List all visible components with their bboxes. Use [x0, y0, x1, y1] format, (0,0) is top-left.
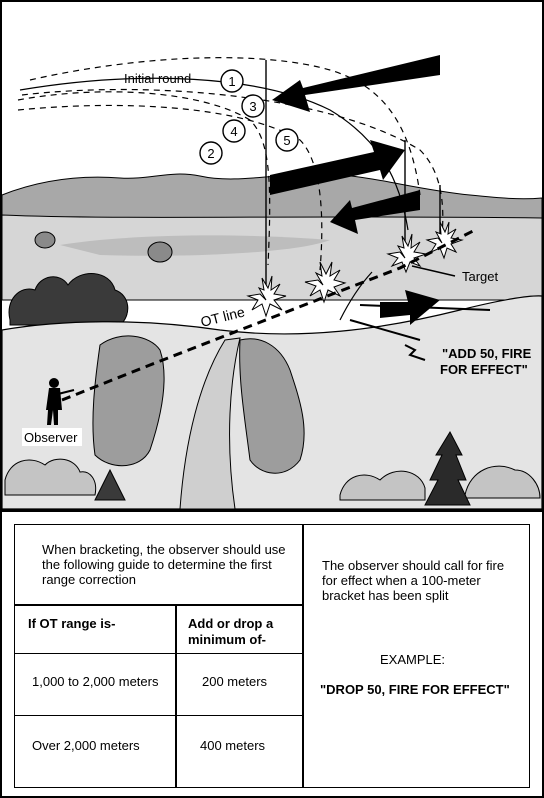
observer-figure [46, 378, 75, 425]
round-4-circle [222, 119, 246, 143]
bracketing-guide: When bracketing, the observer should use… [0, 510, 544, 798]
observer-label-bg [22, 428, 82, 446]
guide-inner-frame [14, 524, 530, 788]
burst-icon [246, 275, 287, 318]
panel-divider [302, 524, 304, 788]
call-text-line1: "ADD 50, FIRE [442, 346, 532, 361]
header-divider [14, 653, 302, 654]
pine-tree-small [94, 468, 126, 501]
example-label: EXAMPLE: [380, 652, 446, 667]
example-call: "DROP 50, FIRE FOR EFFECT" [320, 682, 510, 697]
trajectory-2 [17, 91, 271, 266]
col2-header-line1: Add or drop a [188, 616, 274, 631]
round-3-circle [241, 94, 265, 118]
trajectory-1 [29, 57, 421, 196]
bush-left [4, 458, 97, 496]
ot-line [61, 228, 476, 402]
rock-outcrop-right [239, 338, 305, 474]
col1-header: If OT range is- [28, 616, 116, 631]
bush-right [339, 470, 426, 501]
round-4-label: 4 [230, 124, 237, 139]
burst-icon [386, 233, 427, 274]
arrow-left-top [272, 55, 440, 112]
round-2-circle [199, 141, 223, 165]
tree-cluster-left [8, 273, 129, 326]
column-divider [175, 604, 177, 788]
road [179, 337, 241, 510]
guide-outer-frame [0, 510, 544, 798]
row2-range: Over 2,000 meters [32, 738, 140, 753]
arrow-right-mid [270, 140, 405, 195]
round-5-label: 5 [283, 133, 290, 148]
round-markers: 1 2 3 4 5 [199, 69, 299, 165]
initial-round-label: Initial round [124, 71, 191, 86]
target-label: Target [462, 269, 499, 284]
trajectory-4 [17, 104, 323, 271]
distant-tree [147, 241, 173, 263]
observer-label: Observer [24, 430, 78, 445]
pine-tree [424, 430, 471, 506]
radio-signal [349, 304, 491, 361]
distant-tree [34, 231, 56, 249]
round-1-label: 1 [228, 74, 235, 89]
rock-outcrop-left [92, 335, 165, 467]
round-2-label: 2 [207, 146, 214, 161]
bush-far-right [464, 465, 541, 499]
trajectory-3 [19, 77, 409, 231]
target-pointer [411, 265, 456, 277]
fire-for-effect-rule: The observer should call for fire for ef… [322, 558, 505, 603]
row1-range: 1,000 to 2,000 meters [32, 674, 159, 689]
row2-correction: 400 meters [200, 738, 266, 753]
far-field [1, 214, 543, 301]
lake [60, 235, 330, 256]
round-1-circle [220, 69, 244, 93]
lightning-icon [404, 344, 426, 361]
row-divider [14, 715, 302, 716]
signal-line [349, 319, 421, 341]
winding-road [339, 271, 373, 321]
col2-header-line2: minimum of- [188, 632, 266, 647]
round-3-label: 3 [249, 99, 256, 114]
call-text-line2: FOR EFFECT" [440, 362, 528, 377]
burst-icon [425, 221, 464, 260]
signal-line [359, 304, 491, 311]
intro-divider [14, 604, 302, 606]
row1-correction: 200 meters [202, 674, 268, 689]
arrow-left-low [330, 190, 420, 234]
observer-bracketing-illustration: 1 2 3 4 5 Initial round Target OT line O… [0, 0, 544, 510]
round-5-circle [275, 128, 299, 152]
guide-intro: When bracketing, the observer should use… [42, 542, 286, 587]
